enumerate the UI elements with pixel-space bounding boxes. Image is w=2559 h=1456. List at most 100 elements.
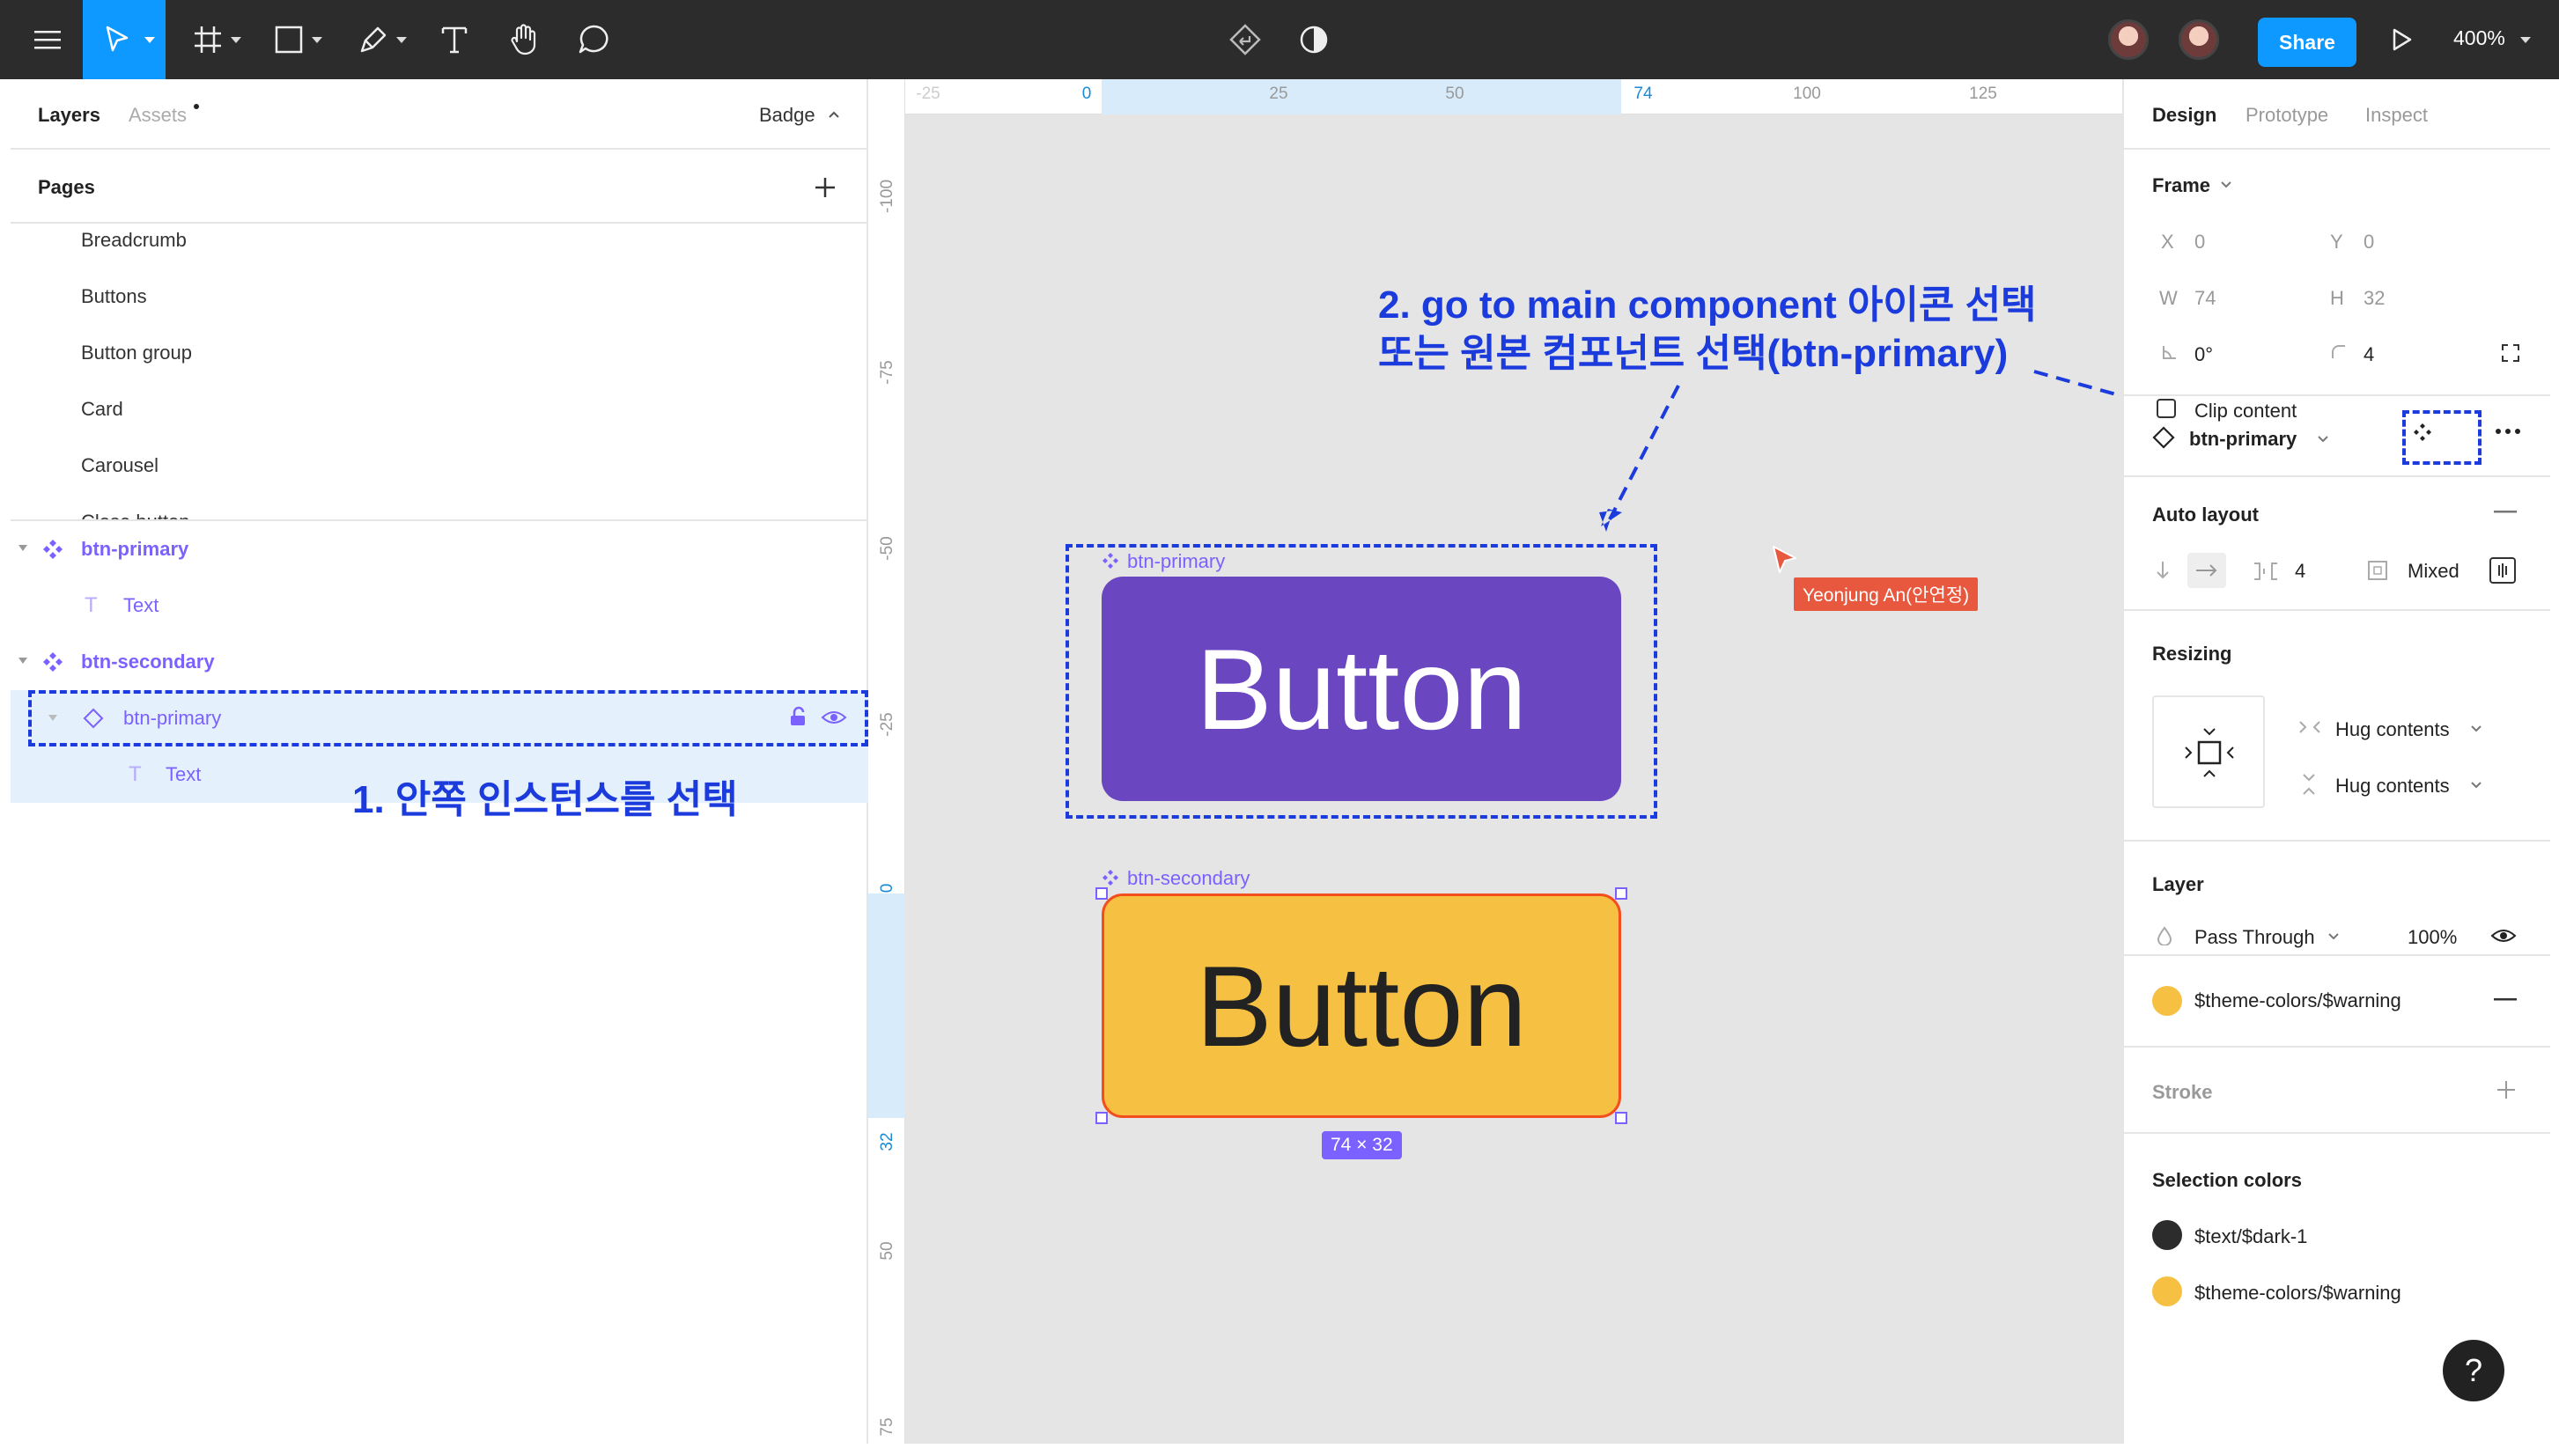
text-tool-button[interactable] <box>430 0 479 79</box>
instance-component-name[interactable]: btn-primary <box>2189 428 2297 450</box>
fill-color-swatch[interactable] <box>2152 986 2182 1016</box>
share-button[interactable]: Share <box>2258 18 2356 67</box>
tab-layers[interactable]: Layers <box>38 104 100 126</box>
page-item[interactable]: Button group <box>81 342 192 364</box>
more-options-icon[interactable] <box>2494 426 2522 437</box>
eye-icon[interactable] <box>2490 928 2517 944</box>
size-badge: 74 × 32 <box>1322 1131 1402 1159</box>
independent-corners-icon[interactable] <box>2501 343 2520 363</box>
move-tool-button[interactable] <box>83 0 166 79</box>
selection-color-swatch[interactable] <box>2152 1220 2182 1250</box>
page-item[interactable]: Breadcrumb <box>81 229 187 251</box>
chevron-down-icon[interactable] <box>2221 181 2231 188</box>
alignment-icon[interactable] <box>2489 556 2517 585</box>
page-item[interactable]: Buttons <box>81 285 147 307</box>
horizontal-resizing-dropdown[interactable]: Hug contents <box>2335 718 2450 740</box>
layer-row-btn-primary[interactable]: btn-primary <box>11 521 868 577</box>
component-swap-button[interactable] <box>1221 0 1270 79</box>
selection-color-swatch[interactable] <box>2152 1276 2182 1306</box>
collaborator-avatar[interactable] <box>2108 19 2149 60</box>
page-item[interactable]: Card <box>81 398 123 420</box>
radius-field[interactable]: 4 <box>2364 343 2375 365</box>
add-page-plus-icon[interactable] <box>814 176 837 199</box>
remove-auto-layout-icon[interactable] <box>2494 511 2517 514</box>
hand-tool-button[interactable] <box>498 0 548 79</box>
resize-handle[interactable] <box>1095 1112 1108 1124</box>
user-avatar[interactable] <box>2179 19 2219 60</box>
arrow-down-icon[interactable] <box>2156 560 2170 581</box>
opacity-field[interactable]: 100% <box>2408 926 2458 948</box>
resize-handle[interactable] <box>1615 887 1627 900</box>
chevron-down-icon[interactable] <box>48 714 58 723</box>
text-tool-icon <box>441 26 468 54</box>
chevron-up-icon[interactable] <box>828 110 840 119</box>
arrow-right-icon <box>2196 564 2217 577</box>
main-menu-button[interactable] <box>12 0 83 79</box>
chevron-down-icon[interactable] <box>2318 436 2328 443</box>
frame-label-secondary[interactable]: btn-secondary <box>1127 867 1250 889</box>
panel-divider <box>11 519 868 521</box>
shape-tool-button[interactable] <box>264 0 326 79</box>
go-to-main-component-button[interactable] <box>2404 414 2441 451</box>
clip-content-checkbox[interactable] <box>2156 398 2177 419</box>
frame-tool-button[interactable] <box>183 0 245 79</box>
page-item[interactable]: Carousel <box>81 454 159 476</box>
w-field[interactable]: 74 <box>2194 287 2216 309</box>
left-panel-tabs: Layers Assets Badge <box>11 79 868 150</box>
page-item[interactable]: Close button <box>81 511 190 519</box>
btn-primary-component[interactable]: Button <box>1102 577 1621 801</box>
chevron-down-icon[interactable] <box>18 657 28 665</box>
layer-row-instance-selected[interactable]: btn-primary <box>11 690 868 746</box>
pen-tool-button[interactable] <box>349 0 410 79</box>
zoom-level[interactable]: 400% <box>2453 26 2505 49</box>
add-stroke-plus-icon[interactable] <box>2496 1079 2517 1100</box>
comment-tool-button[interactable] <box>569 0 618 79</box>
horizontal-hug-icon <box>2299 721 2320 733</box>
eye-icon[interactable] <box>821 710 847 725</box>
component-icon <box>1103 553 1118 569</box>
ruler-left: -100 -75 -50 -25 0 32 50 75 <box>868 79 905 1444</box>
move-cursor-icon <box>106 26 129 52</box>
annotation-step-2-line1: 2. go to main component 아이콘 선택 <box>1378 283 2037 327</box>
direction-horizontal-active[interactable] <box>2187 553 2226 588</box>
help-button[interactable]: ? <box>2443 1340 2504 1401</box>
layer-row-text[interactable]: T Text <box>11 577 868 634</box>
rotation-field[interactable]: 0° <box>2194 343 2214 365</box>
x-field[interactable]: 0 <box>2194 231 2206 253</box>
frame-section: Frame X 0 Y 0 W 74 H 32 0° 4 Clip conten… <box>2124 150 2550 422</box>
unlock-icon[interactable] <box>789 706 807 727</box>
tab-inspect[interactable]: Inspect <box>2365 104 2428 126</box>
tab-prototype[interactable]: Prototype <box>2246 104 2329 126</box>
resizing-preview[interactable] <box>2152 695 2265 808</box>
page-selector[interactable]: Badge <box>759 104 815 126</box>
tab-assets[interactable]: Assets <box>129 104 188 126</box>
selection-color-name[interactable]: $text/$dark-1 <box>2194 1225 2308 1247</box>
resize-handle[interactable] <box>1095 887 1108 900</box>
chevron-down-icon[interactable] <box>2520 37 2531 43</box>
ruler-tick-label: 74 <box>1633 85 1653 103</box>
spacing-field[interactable]: 4 <box>2295 560 2306 582</box>
remove-fill-icon[interactable] <box>2494 998 2517 1002</box>
present-button[interactable] <box>2378 0 2427 79</box>
vertical-resizing-dropdown[interactable]: Hug contents <box>2335 775 2450 797</box>
resize-handle[interactable] <box>1615 1112 1627 1124</box>
frame-label-primary[interactable]: btn-primary <box>1127 550 1226 572</box>
selection-color-name[interactable]: $theme-colors/$warning <box>2194 1282 2401 1304</box>
layer-row-instance-text[interactable]: T Text <box>11 746 868 803</box>
btn-secondary-component[interactable]: Button <box>1102 893 1621 1118</box>
blend-mode-dropdown[interactable]: Pass Through <box>2194 926 2315 948</box>
h-field[interactable]: 32 <box>2364 287 2386 309</box>
chevron-down-icon[interactable] <box>2471 725 2482 732</box>
design-canvas[interactable]: -25 0 25 50 74 100 125 -100 -75 -50 -25 … <box>868 79 2122 1444</box>
ruler-tick-label: -25 <box>916 85 940 103</box>
chevron-down-icon[interactable] <box>2471 782 2482 789</box>
y-field[interactable]: 0 <box>2364 231 2375 253</box>
fill-style-name[interactable]: $theme-colors/$warning <box>2194 989 2401 1011</box>
chevron-down-icon[interactable] <box>18 544 28 553</box>
padding-field[interactable]: Mixed <box>2408 560 2459 582</box>
chevron-down-icon[interactable] <box>2328 933 2339 940</box>
frame-title[interactable]: Frame <box>2152 174 2211 196</box>
layer-row-btn-secondary[interactable]: btn-secondary <box>11 634 868 690</box>
contrast-toggle-button[interactable] <box>1289 0 1338 79</box>
tab-design[interactable]: Design <box>2152 104 2217 126</box>
